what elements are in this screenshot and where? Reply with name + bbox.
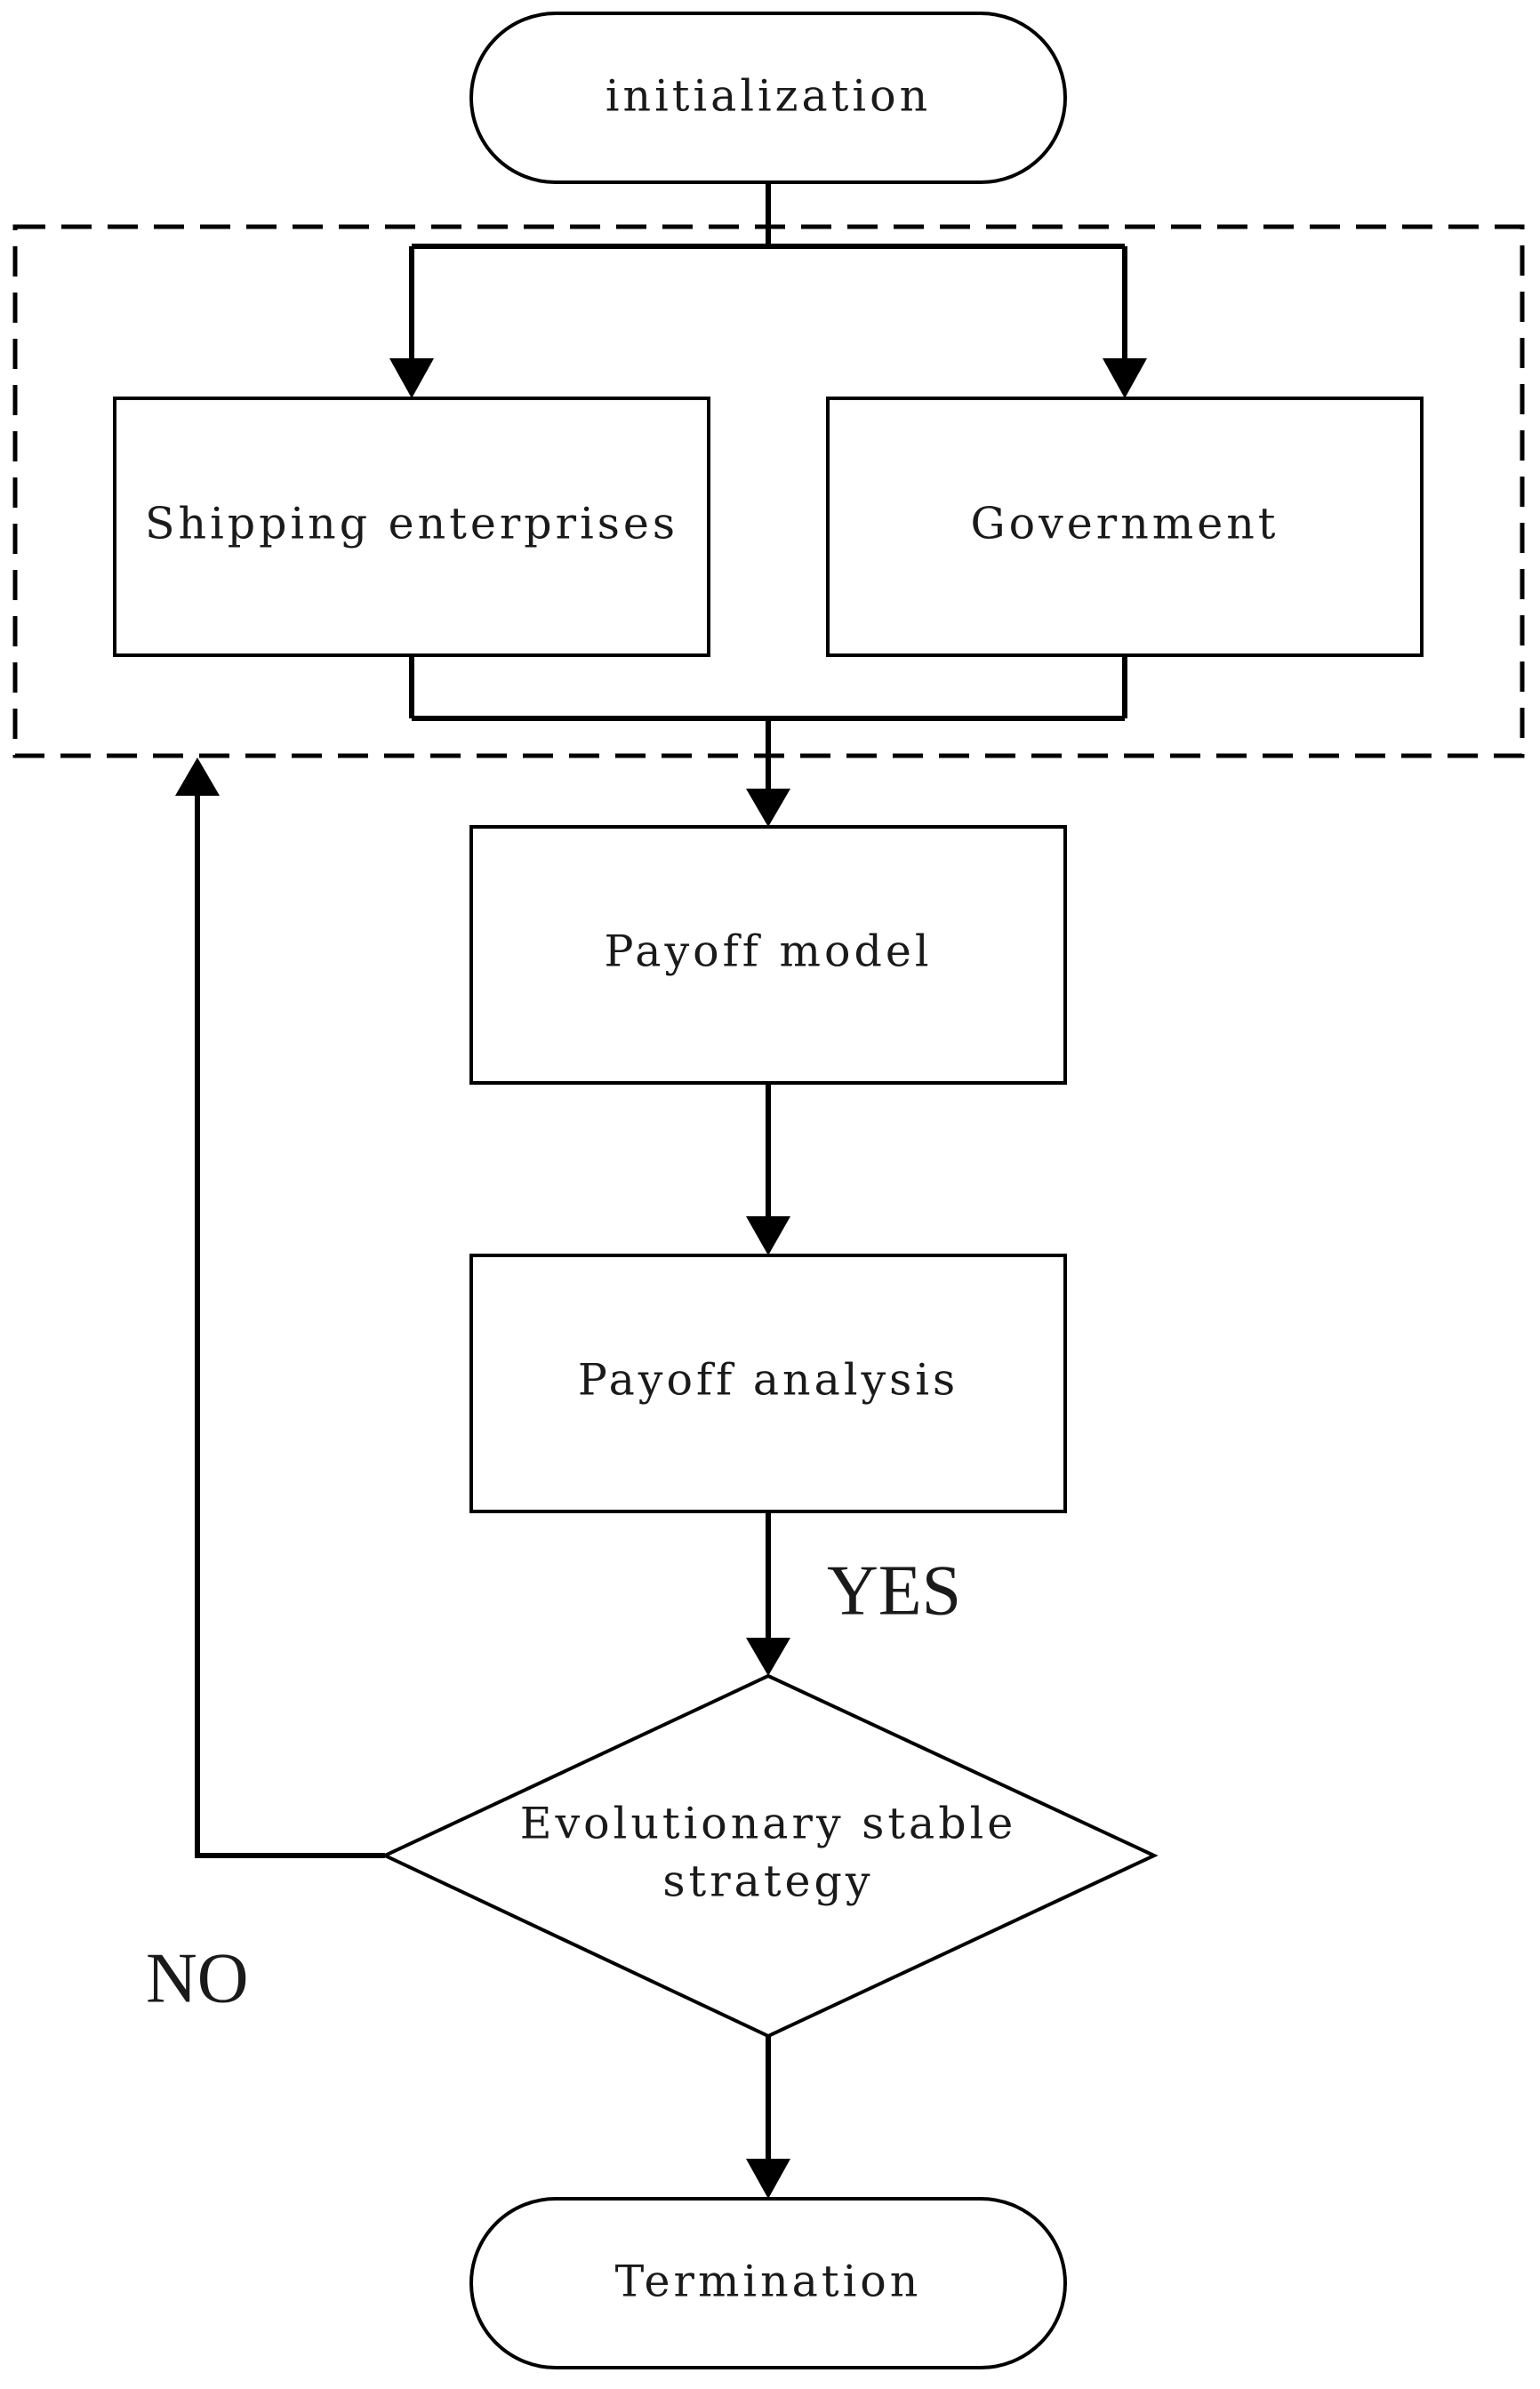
- arrowhead-to-shipping: [389, 358, 434, 398]
- no-label: NO: [146, 1939, 249, 2017]
- arrowhead-to-payoff-analysis: [746, 1216, 790, 1255]
- start-label: initialization: [606, 71, 931, 122]
- edge-no-feedback-loop: [195, 796, 385, 1858]
- termination-terminal: [469, 2197, 1067, 2369]
- arrowhead-to-termination: [746, 2159, 790, 2199]
- decision-label-line2: strategy: [662, 1856, 873, 1907]
- payoff-model-box: [469, 825, 1067, 1085]
- arrowhead-no-feedback: [175, 758, 220, 796]
- arrowhead-to-government: [1103, 358, 1147, 398]
- start-terminal: [469, 12, 1067, 184]
- evolutionary-stable-strategy-diamond: [381, 1673, 1159, 2039]
- government-box: [826, 397, 1424, 657]
- shipping-enterprises-box: [113, 397, 710, 657]
- arrowhead-to-payoff-model: [746, 789, 790, 827]
- termination-label: Termination: [615, 2257, 922, 2307]
- shipping-enterprises-label: Shipping enterprises: [145, 499, 678, 549]
- yes-label: YES: [827, 1551, 961, 1630]
- decision-label-line1: Evolutionary stable: [520, 1799, 1017, 1849]
- payoff-analysis-label: Payoff analysis: [578, 1355, 958, 1406]
- payoff-model-label: Payoff model: [604, 926, 932, 977]
- payoff-analysis-box: [469, 1254, 1067, 1513]
- arrowhead-to-decision: [746, 1638, 790, 1676]
- government-label: Government: [970, 499, 1279, 549]
